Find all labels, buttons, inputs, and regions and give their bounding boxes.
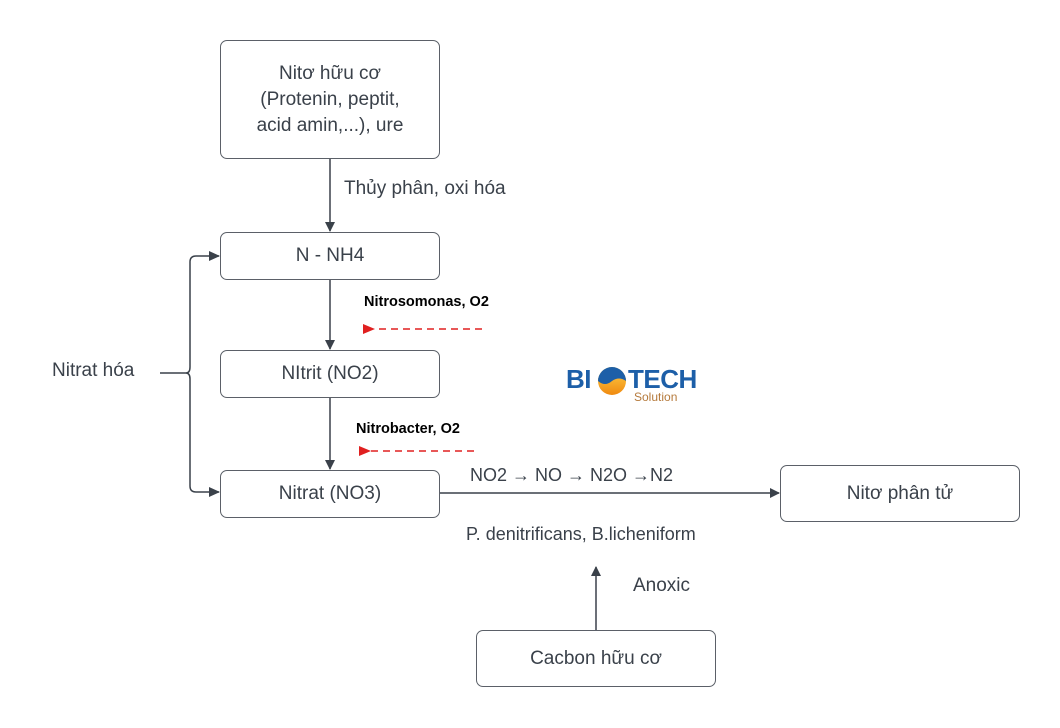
logo-text-left: BI [566,364,592,394]
label-hydrolysis: Thủy phân, oxi hóa [344,178,506,199]
node-nitrate[interactable]: Nitrat (NO3) [220,470,440,518]
logo-text-right: TECH [628,364,697,394]
node-molecular-nitrogen[interactable]: Nitơ phân tử [780,465,1020,522]
label-anoxic: Anoxic [633,575,691,596]
label-denitrifying-bacteria: P. denitrificans, B.licheniform [466,524,696,544]
brace-arrowhead-bottom [209,487,220,497]
node-organic-carbon[interactable]: Cacbon hữu cơ [476,630,716,687]
brace-arrowhead-top [209,251,220,261]
node-organic-nitrogen[interactable]: Nitơ hữu cơ (Protenin, peptit, acid amin… [220,40,440,159]
label-nitrobacter: Nitrobacter, O2 [356,421,460,437]
label-denitrification-chain: NO2 → NO → N2O →N2 [470,465,674,485]
logo-subtitle: Solution [634,390,678,404]
node-ammonium[interactable]: N - NH4 [220,232,440,280]
nitrification-brace [185,255,219,493]
label-nitrosomonas: Nitrosomonas, O2 [364,294,489,310]
node-nitrite[interactable]: NItrit (NO2) [220,350,440,398]
logo-globe-icon [598,367,626,395]
biotech-logo: BI TECH Solution [566,364,706,408]
label-nitrification: Nitrat hóa [52,360,135,381]
